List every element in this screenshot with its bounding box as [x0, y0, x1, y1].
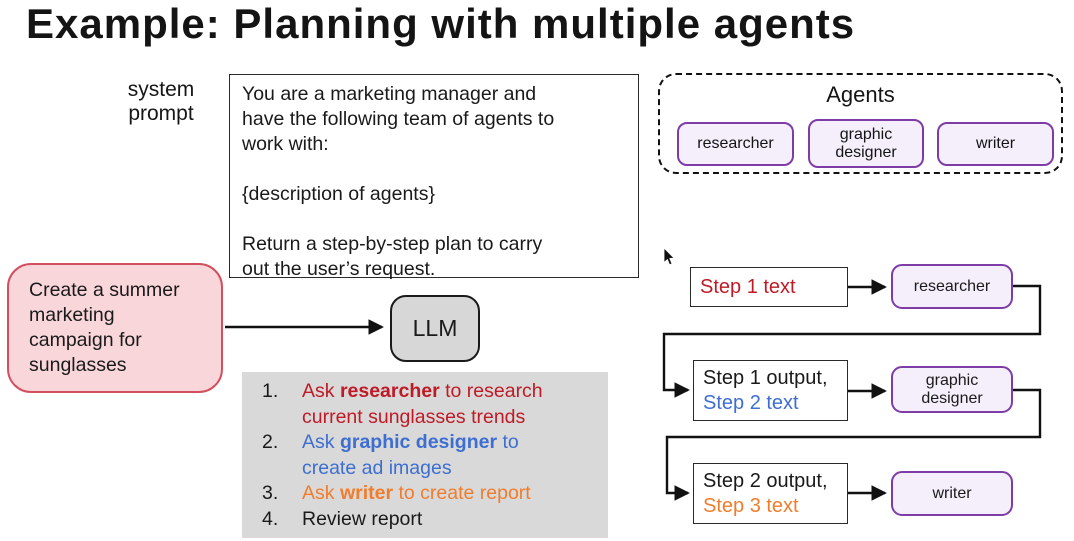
- plan-item-4: 4. Review report: [262, 507, 600, 533]
- flow-agent-graphic-designer: graphic designer: [891, 366, 1013, 413]
- flow-step3-line1: Step 2 output,: [703, 469, 828, 492]
- plan-item-text: Review report: [302, 507, 600, 533]
- plan-item-number: 3.: [262, 482, 279, 504]
- user-request-box: Create a summer marketing campaign for s…: [7, 263, 223, 393]
- plan-item-text: Ask writer to create report: [302, 481, 600, 507]
- plan-item-pre: Ask: [302, 482, 340, 504]
- agents-panel: Agents researcher graphic designer write…: [658, 73, 1063, 174]
- plan-item-3: 3. Ask writer to create report: [262, 481, 600, 507]
- plan-item-pre: Ask: [302, 431, 340, 453]
- plan-item-1: 1. Ask researcher to research current su…: [262, 379, 600, 430]
- llm-node: LLM: [390, 295, 480, 362]
- mouse-cursor-icon: [663, 247, 676, 266]
- plan-item-text: Ask graphic designer to create ad images: [302, 430, 600, 481]
- system-prompt-paragraph-2: {description of agents}: [242, 183, 435, 205]
- system-prompt-box: You are a marketing manager and have the…: [229, 74, 639, 280]
- slide-title: Example: Planning with multiple agents: [26, 0, 856, 47]
- system-prompt-paragraph-1: You are a marketing manager and have the…: [242, 83, 555, 155]
- flow-agent-writer: writer: [891, 471, 1013, 516]
- plan-item-number: 4.: [262, 507, 279, 530]
- flow-step2-line2: Step 2 text: [703, 391, 799, 414]
- flow-step1-line1: Step 1 text: [700, 275, 796, 298]
- plan-item-pre: Review report: [302, 507, 423, 530]
- system-prompt-label-line1: system: [127, 78, 195, 101]
- plan-item-2: 2. Ask graphic designer to create ad ima…: [262, 430, 600, 481]
- plan-item-text: Ask researcher to research current sungl…: [302, 379, 600, 430]
- plan-item-number: 2.: [262, 431, 279, 453]
- plan-item-number: 1.: [262, 380, 279, 402]
- flow-step1-box: Step 1 text: [690, 267, 848, 307]
- flow-step2-line1: Step 1 output,: [703, 366, 828, 389]
- flow-agent-researcher: researcher: [891, 264, 1013, 309]
- plan-item-post: to research current sunglasses trends: [302, 380, 543, 428]
- plan-item-agent: writer: [339, 482, 394, 504]
- plan-item-post: to create ad images: [302, 431, 519, 479]
- agent-card-researcher: researcher: [677, 122, 794, 166]
- plan-list-box: 1. Ask researcher to research current su…: [242, 372, 608, 538]
- plan-item-agent: graphic designer: [339, 431, 498, 453]
- agent-card-graphic-designer: graphic designer: [808, 119, 924, 168]
- agent-card-writer: writer: [937, 122, 1054, 166]
- plan-item-pre: Ask: [302, 380, 340, 402]
- system-prompt-label-line2: prompt: [128, 102, 194, 125]
- flow-step3-box: Step 2 output, Step 3 text: [693, 463, 848, 524]
- flow-step3-line2: Step 3 text: [703, 494, 799, 517]
- flow-step2-box: Step 1 output, Step 2 text: [693, 360, 848, 421]
- plan-item-post: to create report: [393, 482, 531, 504]
- system-prompt-paragraph-3: Return a step-by-step plan to carry out …: [242, 233, 543, 280]
- system-prompt-label: system prompt: [112, 78, 210, 126]
- agents-panel-title: Agents: [826, 82, 895, 107]
- plan-item-agent: researcher: [339, 380, 440, 402]
